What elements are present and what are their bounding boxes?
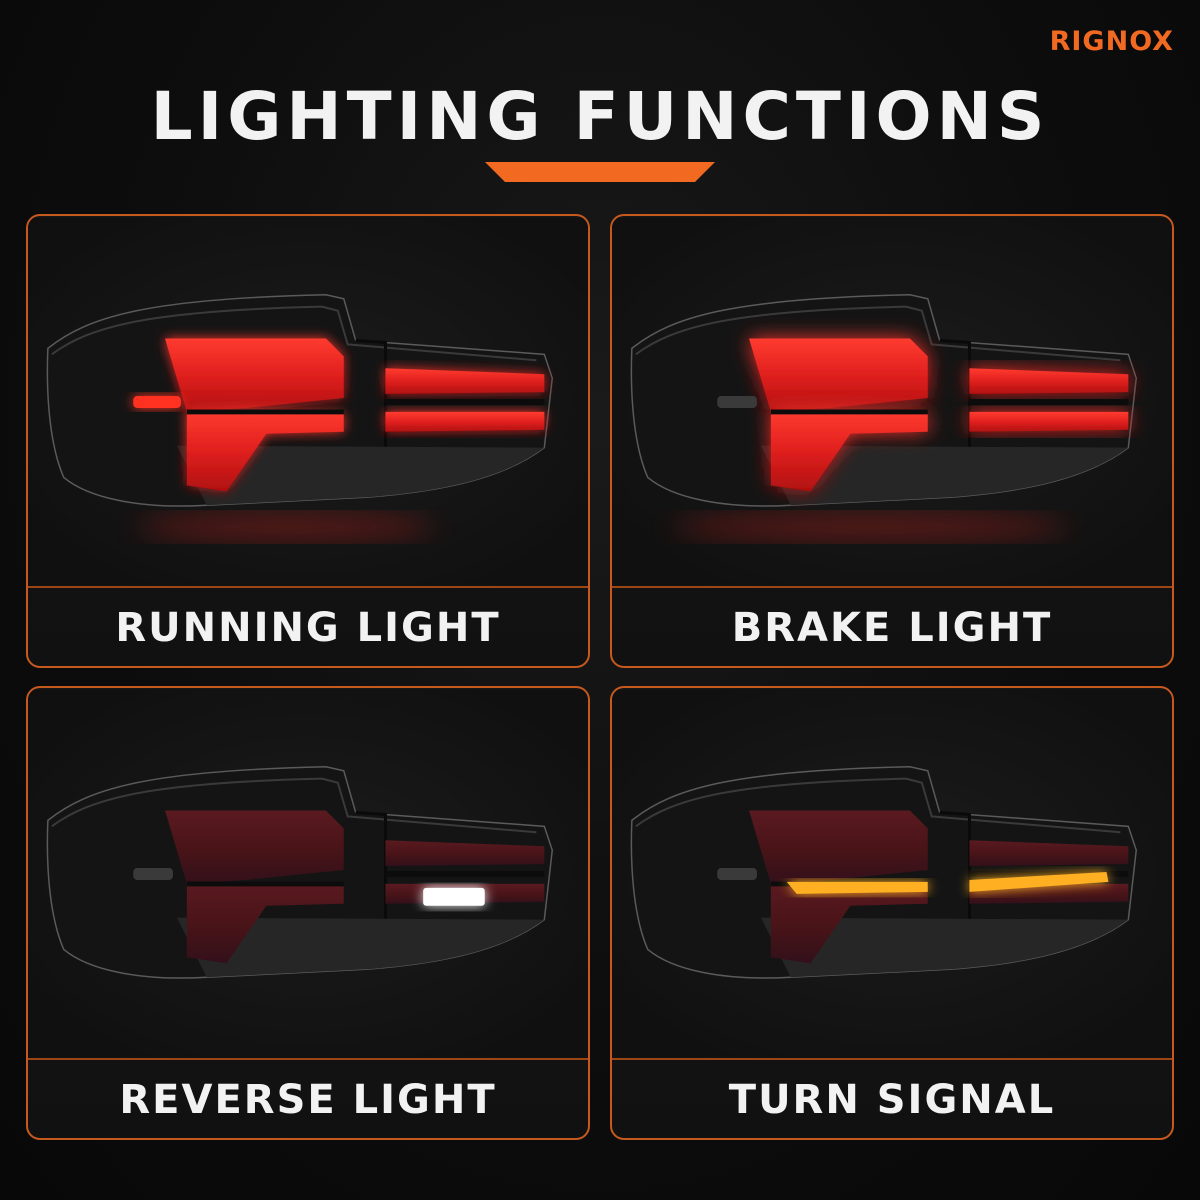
panel-label: BRAKE LIGHT	[731, 605, 1053, 651]
page-title: LIGHTING FUNCTIONS	[150, 78, 1050, 155]
panel-divider	[612, 586, 1172, 588]
panel-label: TURN SIGNAL	[728, 1077, 1056, 1123]
taillight-image-brake	[612, 217, 1172, 585]
brand-logo: RIGNOX	[1049, 26, 1174, 57]
taillight-image-turn	[612, 689, 1172, 1057]
panel-divider	[612, 1058, 1172, 1060]
panel-turn-signal: TURN SIGNAL	[610, 686, 1174, 1140]
panel-brake-light: BRAKE LIGHT	[610, 214, 1174, 668]
title-divider	[20, 161, 1180, 182]
taillight-image-running	[28, 217, 588, 585]
panel-divider	[28, 586, 588, 588]
panel-running-light: RUNNING LIGHT	[26, 214, 590, 668]
panel-label: REVERSE LIGHT	[119, 1077, 497, 1123]
panel-divider	[28, 1058, 588, 1060]
taillight-image-reverse	[28, 689, 588, 1057]
panel-reverse-light: REVERSE LIGHT	[26, 686, 590, 1140]
panel-label: RUNNING LIGHT	[115, 605, 501, 651]
